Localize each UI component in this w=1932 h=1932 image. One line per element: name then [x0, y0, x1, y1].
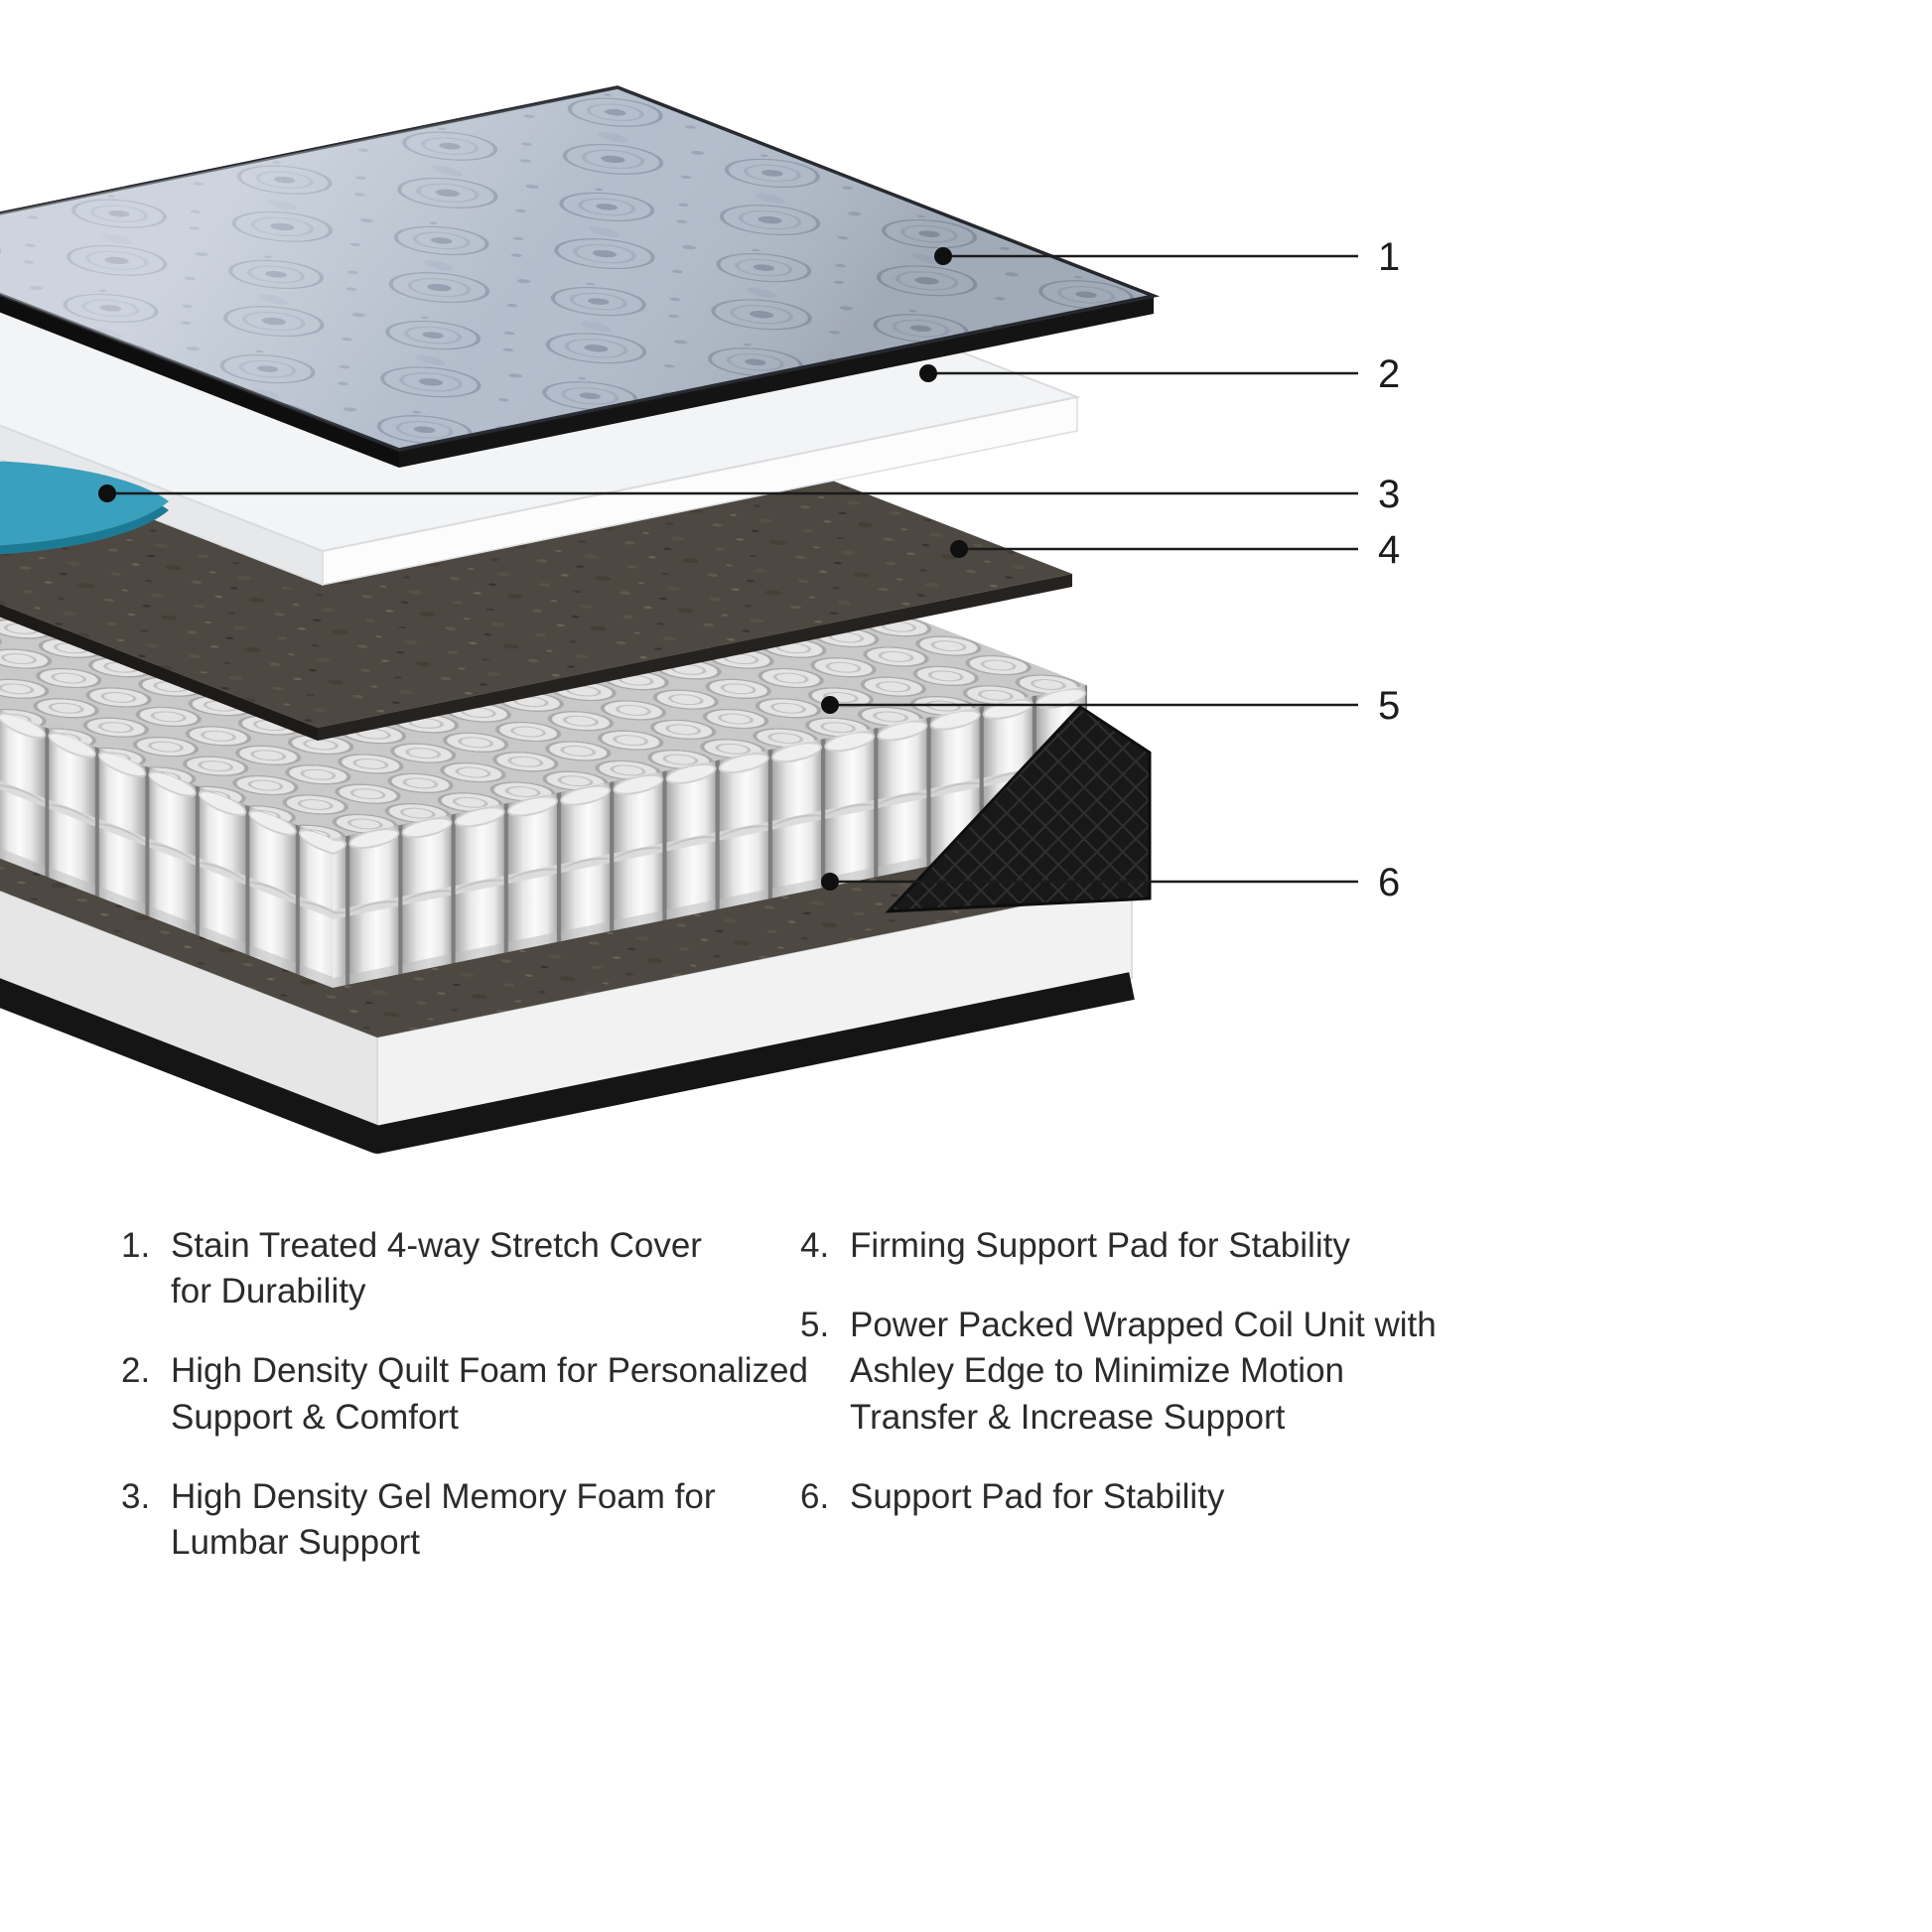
callout-number-2: 2	[1378, 352, 1400, 396]
callout-number-3: 3	[1378, 473, 1400, 516]
legend-item-6: 6. Support Pad for Stability	[800, 1474, 1515, 1520]
legend-item-5: 5. Power Packed Wrapped Coil Unit with A…	[800, 1303, 1515, 1441]
callout-1: 1	[934, 235, 1400, 279]
legend-item-text: High Density Gel Memory Foam for Lumbar …	[171, 1476, 716, 1562]
legend-item-1: 1. Stain Treated 4-way Stretch Cover for…	[121, 1223, 821, 1314]
callout-5: 5	[821, 684, 1400, 728]
callout-number-1: 1	[1378, 235, 1400, 279]
legend-item-3: 3. High Density Gel Memory Foam for Lumb…	[121, 1474, 821, 1566]
legend-item-number: 6.	[800, 1476, 830, 1516]
legend-item-number: 5.	[800, 1306, 830, 1345]
legend-item-number: 3.	[121, 1476, 151, 1516]
callout-number-4: 4	[1378, 528, 1400, 572]
callout-number-6: 6	[1378, 861, 1400, 904]
legend-item-text: Power Packed Wrapped Coil Unit with Ashl…	[850, 1306, 1437, 1437]
legend-item-text: High Density Quilt Foam for Personalized…	[171, 1351, 808, 1437]
legend-item-4: 4. Firming Support Pad for Stability	[800, 1223, 1515, 1269]
ashley-edge-wedge	[885, 705, 1152, 913]
legend-item-number: 1.	[121, 1226, 151, 1265]
callout-number-5: 5	[1378, 684, 1400, 728]
legend-item-text: Stain Treated 4-way Stretch Cover for Du…	[171, 1226, 702, 1311]
callout-3: 3	[98, 473, 1400, 516]
callout-2: 2	[919, 352, 1400, 396]
legend-item-number: 2.	[121, 1351, 151, 1391]
legend-item-text: Support Pad for Stability	[850, 1476, 1225, 1516]
gel-memory-foam-layer	[0, 461, 169, 555]
legend-left-column: 1. Stain Treated 4-way Stretch Cover for…	[121, 1223, 821, 1566]
legend-item-2: 2. High Density Quilt Foam for Personali…	[121, 1348, 821, 1440]
legend-item-number: 4.	[800, 1226, 830, 1265]
legend-item-text: Firming Support Pad for Stability	[850, 1226, 1350, 1265]
callout-6: 6	[821, 861, 1400, 904]
legend-right-column: 4. Firming Support Pad for Stability 5. …	[800, 1223, 1515, 1520]
callout-4: 4	[950, 528, 1400, 572]
callouts: 1 2 3 4 5 6	[98, 235, 1400, 904]
stretch-cover-layer	[0, 85, 1161, 468]
